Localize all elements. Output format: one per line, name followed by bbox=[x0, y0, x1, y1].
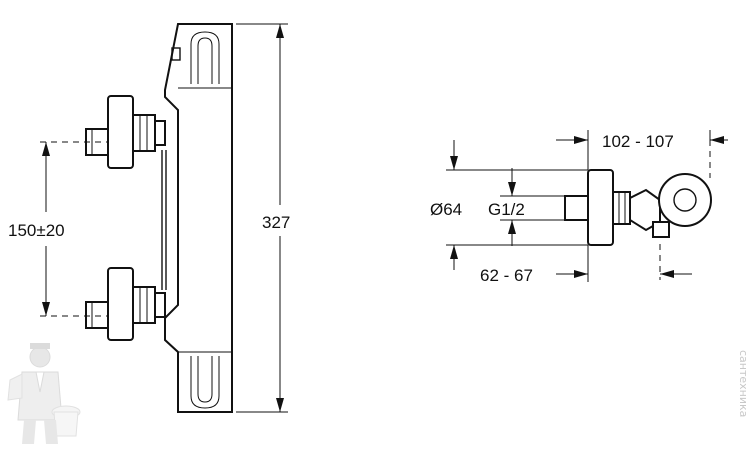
upper-eccentric-fitting bbox=[85, 95, 166, 169]
plumber-mascot-watermark bbox=[7, 343, 81, 444]
depth-label: 102 - 107 bbox=[602, 132, 674, 151]
diameter-label: Ø64 bbox=[430, 200, 462, 219]
depth-dimension: 102 - 107 bbox=[556, 130, 728, 170]
mixer-body bbox=[164, 23, 233, 413]
outlet-stub bbox=[652, 221, 670, 238]
top-handle-grip bbox=[178, 31, 232, 89]
front-view: 150±20 327 bbox=[8, 23, 290, 413]
inlet-spacing-dimension: 150±20 bbox=[8, 142, 65, 316]
thread-dimension: G1/2 bbox=[488, 168, 565, 246]
bottom-handle-grip bbox=[178, 351, 232, 409]
offset-label: 62 - 67 bbox=[480, 266, 533, 285]
thermostat-body bbox=[658, 173, 712, 227]
inlet-nipple bbox=[564, 195, 589, 221]
lower-eccentric-fitting bbox=[85, 267, 166, 341]
height-label: 327 bbox=[262, 213, 290, 232]
wall-plate bbox=[587, 169, 614, 246]
top-nub bbox=[171, 47, 181, 61]
watermark-text: сантехника bbox=[737, 350, 750, 417]
height-dimension: 327 bbox=[236, 23, 290, 413]
diameter-dimension: Ø64 bbox=[430, 140, 588, 270]
thread-label: G1/2 bbox=[488, 200, 525, 219]
thermostat-core bbox=[673, 188, 697, 212]
nut bbox=[612, 191, 631, 225]
side-view: Ø64 G1/2 102 - 107 bbox=[430, 130, 728, 285]
offset-dimension: 62 - 67 bbox=[480, 245, 692, 285]
inlet-spacing-label: 150±20 bbox=[8, 221, 65, 240]
